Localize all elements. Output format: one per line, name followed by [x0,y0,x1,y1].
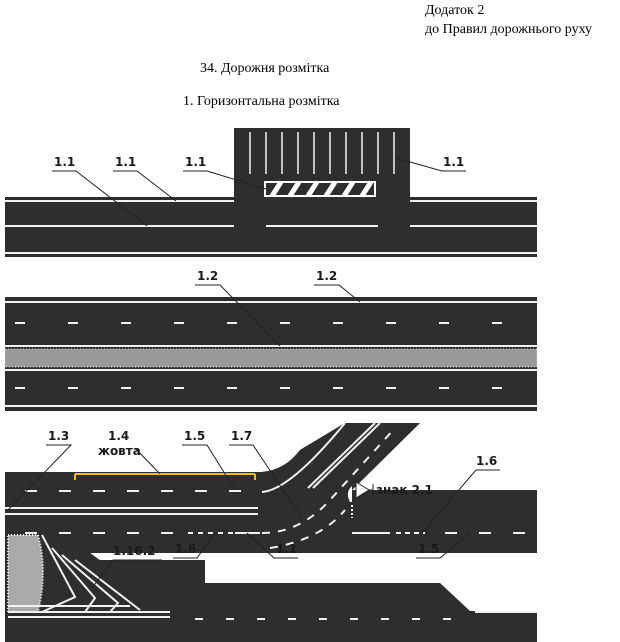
diagram-marking-1-2: 1.2 1.2 [4,269,538,411]
label-1-1: 1.1 [185,155,206,169]
label-1-2: 1.2 [197,269,218,283]
yellow-note: жовта [98,444,141,458]
label-1-1: 1.1 [443,155,464,169]
label-1-4: 1.4 [108,429,129,443]
give-way-sign-icon [355,481,374,499]
appendix-label: Додаток 2 [425,3,485,18]
diagram-marking-1-16-2: 1.16.2 [5,534,537,642]
label-1-3: 1.3 [48,429,69,443]
label-1-6: 1.6 [175,542,196,556]
label-1-1: 1.1 [54,155,75,169]
label-1-5: 1.5 [184,429,205,443]
label-1-1: 1.1 [276,542,297,556]
label-1-7: 1.7 [231,429,252,443]
label-1-6: 1.6 [476,454,497,468]
label-1-2: 1.2 [316,269,337,283]
appendix-subtitle: до Правил дорожнього руху [425,22,593,37]
label-1-1: 1.1 [115,155,136,169]
section-title: 34. Дорожня розмітка [200,61,330,76]
diagram-marking-1-1: 1.1 1.1 1.1 1.1 [5,128,537,257]
label-1-5: 1.5 [418,542,439,556]
sign-2-1-label: знак 2.1 [376,483,433,497]
label-1-16-2: 1.16.2 [113,544,156,558]
diagram-junction-markings: знак 2.1 1.3 1.4 жовта 1.5 1.7 1.6 1.6 1… [5,422,537,559]
subsection-title: 1. Горизонтальна розмітка [183,94,340,109]
